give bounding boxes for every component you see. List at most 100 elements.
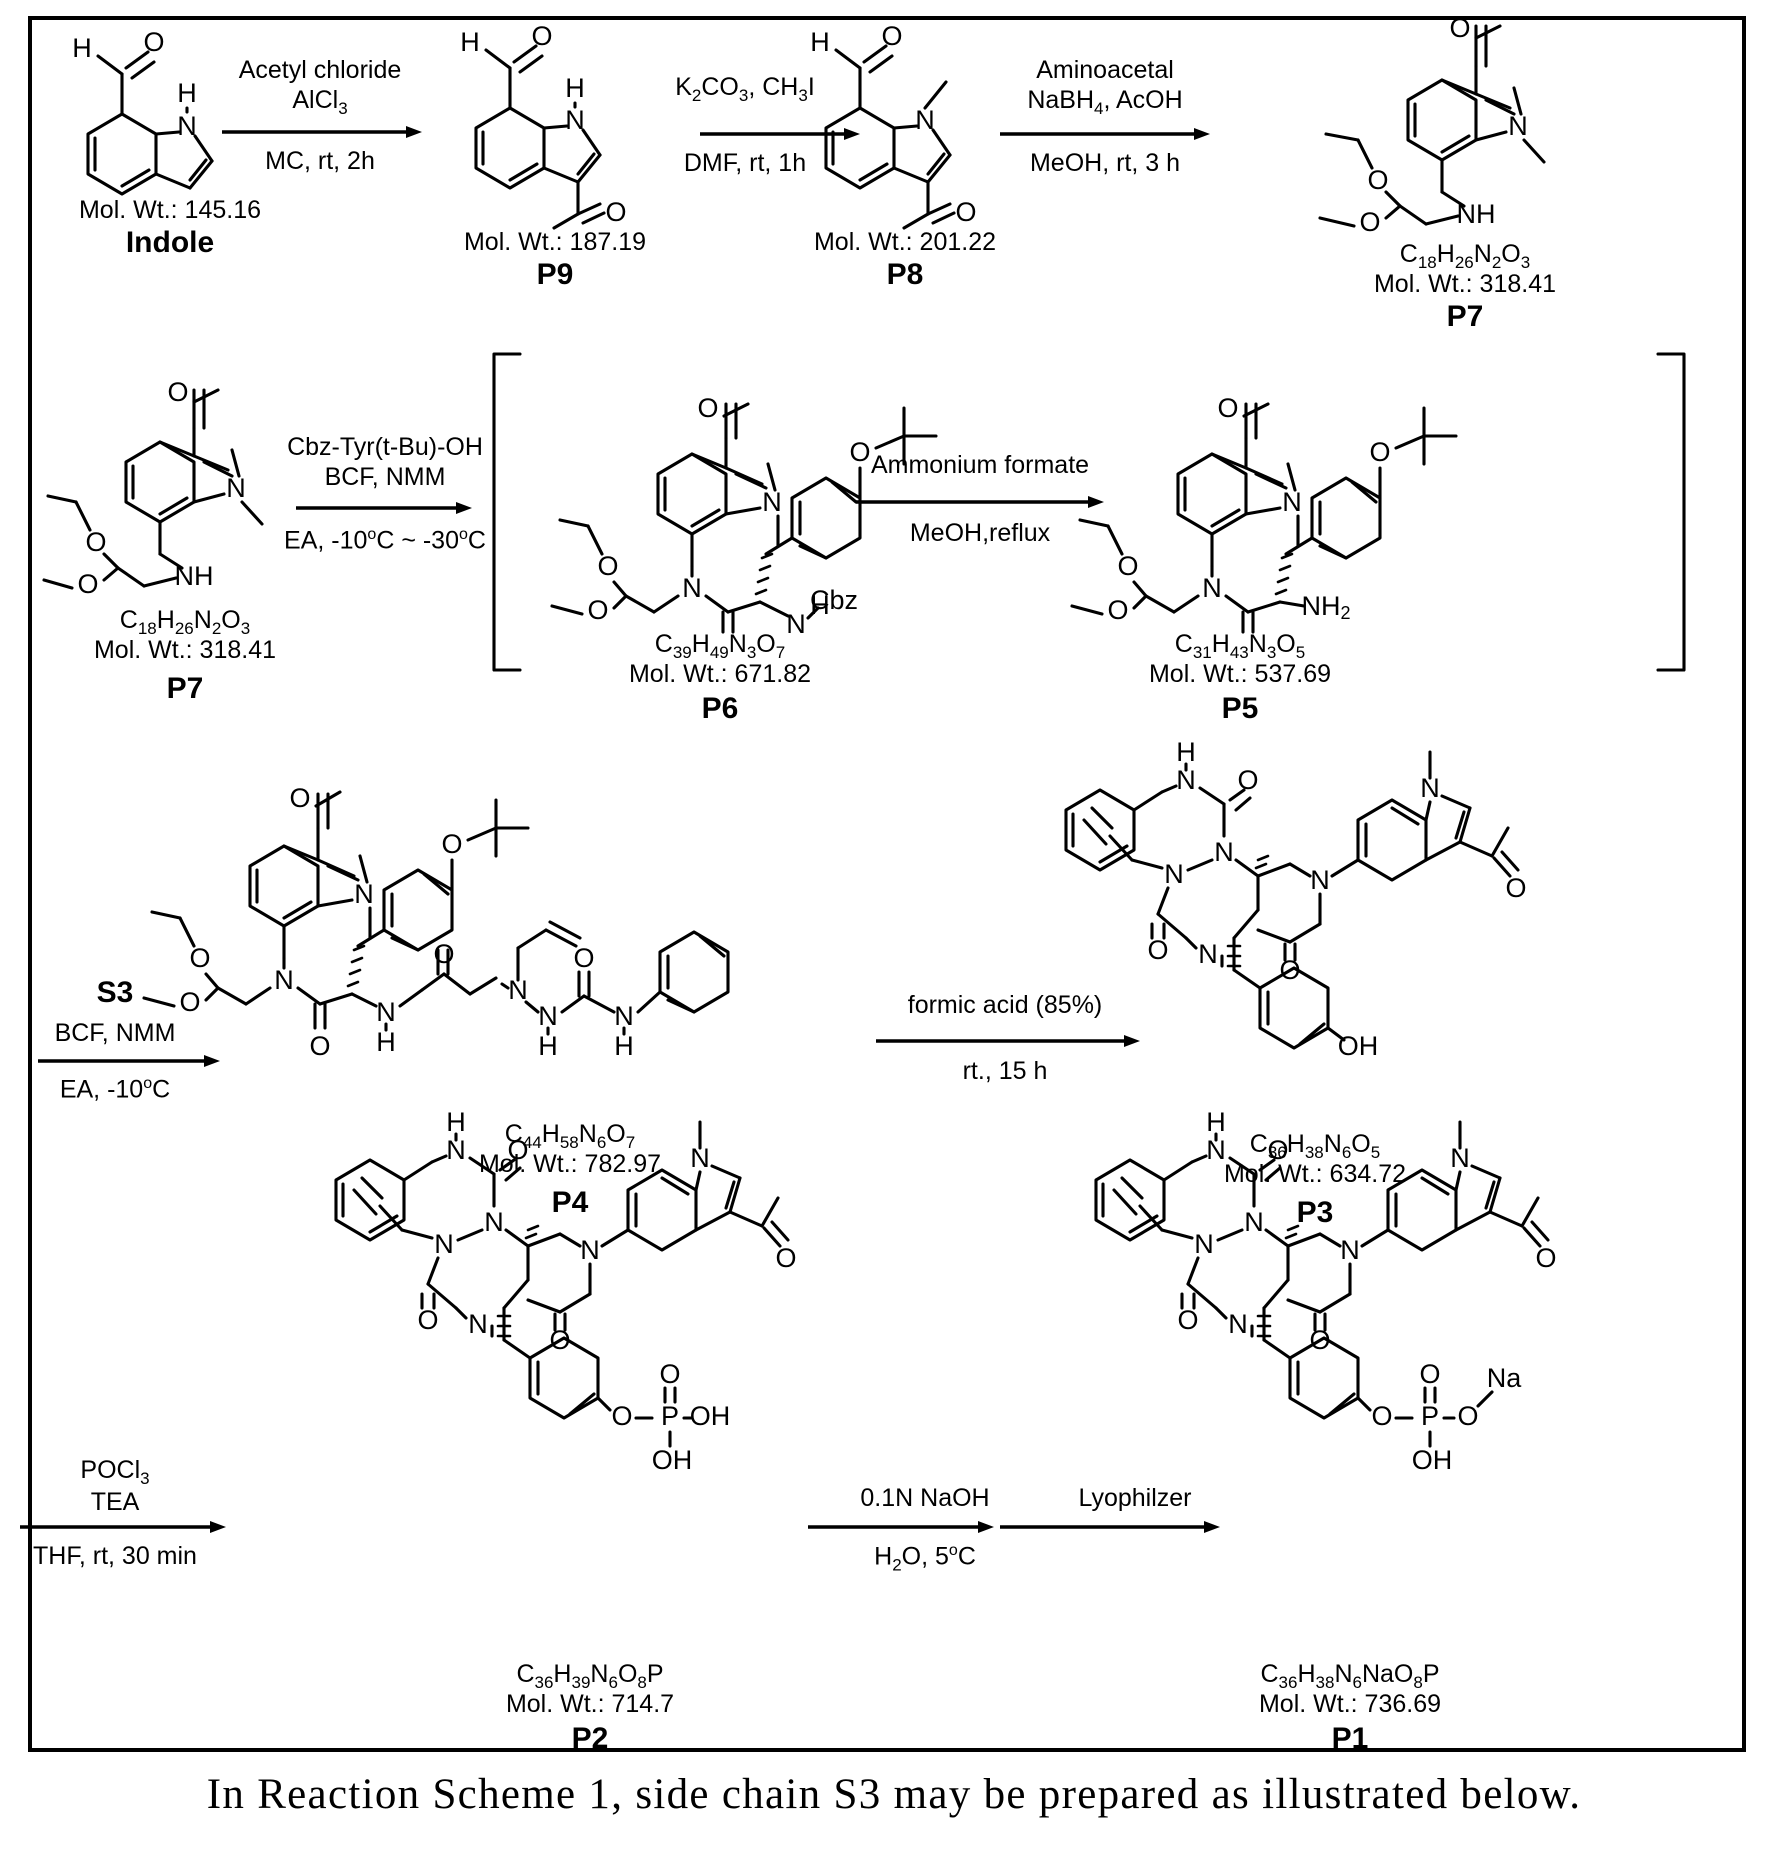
solvent-water-5c: H2O, 5oC	[810, 1541, 1040, 1576]
reagent-naoh: 0.1N NaOH	[810, 1483, 1040, 1513]
atom-label-H: H	[800, 590, 840, 620]
bracket-open	[486, 352, 526, 672]
reaction-arrow-7	[876, 1033, 1140, 1049]
reagent-formic-acid: formic acid (85%)	[860, 990, 1150, 1020]
compound-name-indole: Indole	[60, 226, 280, 260]
reaction-arrow-6	[38, 1053, 220, 1069]
reagent-acetyl-chloride: Acetyl chloride	[210, 55, 430, 85]
solvent-thf-rt-30min: THF, rt, 30 min	[0, 1541, 230, 1571]
reaction-arrow-9	[808, 1519, 994, 1535]
molwt-p8: Mol. Wt.: 201.22	[790, 228, 1020, 256]
atom-label-OH: OH	[1338, 1031, 1379, 1061]
reagent-bcf-nmm: BCF, NMM	[250, 462, 520, 492]
atom-label-O: O	[189, 943, 210, 973]
atom-label-P: P	[661, 1401, 679, 1431]
atom-label-O: O	[597, 551, 618, 581]
atom-label-O: O	[697, 393, 718, 423]
atom-label-O: O	[1117, 551, 1138, 581]
atom-label-N: N	[1198, 939, 1218, 969]
molwt-indole: Mol. Wt.: 145.16	[60, 196, 280, 224]
solvent-meoh-reflux: MeOH,reflux	[840, 518, 1120, 548]
atom-label-OH: OH	[1412, 1445, 1453, 1475]
atom-label-H: H	[538, 1031, 558, 1061]
atom-label-O: O	[1147, 935, 1168, 965]
solvent-ea-minus10: EA, -10oC	[10, 1074, 220, 1104]
atom-label-N: N	[354, 879, 374, 909]
reaction-arrow-5	[856, 494, 1104, 510]
atom-label-O: O	[77, 569, 98, 599]
atom-label-H: H	[72, 33, 92, 63]
atom-label-N: N	[1508, 111, 1528, 141]
reagent-nabh4-acoh: NaBH4, AcOH	[990, 85, 1220, 119]
structure-indole: H O H N	[60, 20, 280, 220]
compound-name-p2: P2	[420, 1722, 760, 1756]
atom-label-Na: Na	[1487, 1363, 1522, 1393]
compound-name-p8: P8	[790, 258, 1020, 292]
compound-name-p5: P5	[1100, 692, 1380, 726]
formula-p7-left: C18H26N2O3	[40, 606, 330, 638]
molwt-p7-top: Mol. Wt.: 318.41	[1300, 270, 1630, 298]
atom-label-O: O	[441, 829, 462, 859]
atom-label-O: O	[611, 1401, 632, 1431]
atom-label-O: O	[587, 595, 608, 625]
atom-label-O: O	[167, 377, 188, 407]
atom-label-N: N	[762, 487, 782, 517]
structure-p1: N H O N N N O N O	[1160, 1130, 1740, 1550]
atom-label-O: O	[1505, 873, 1526, 903]
atom-label-N: N	[1310, 865, 1330, 895]
structure-p9: H O H N O	[450, 18, 660, 228]
bracket-close	[1652, 352, 1692, 672]
reagent-alcl3: AlCl3	[210, 85, 430, 119]
structure-p7-top: O N NH O O	[1300, 10, 1630, 240]
formula-p5: C31H43N3O5	[1100, 630, 1380, 662]
atom-label-O: O	[1457, 1401, 1478, 1431]
atom-label-N: N	[1164, 859, 1184, 889]
atom-label-O: O	[573, 943, 594, 973]
atom-label-N: N	[1228, 1309, 1248, 1339]
atom-label-N: N	[274, 965, 294, 995]
atom-label-N: N	[1244, 1207, 1264, 1237]
solvent-mc-rt-2h: MC, rt, 2h	[210, 146, 430, 176]
atom-label-N: N	[1194, 1229, 1214, 1259]
atom-label-N: N	[484, 1207, 504, 1237]
compound-name-p6: P6	[580, 692, 860, 726]
reagent-cbz-tyr-tbu-oh: Cbz-Tyr(t-Bu)-OH	[250, 432, 520, 462]
compound-name-p1: P1	[1160, 1722, 1540, 1756]
atom-label-O: O	[775, 1243, 796, 1273]
atom-label-N: N	[1202, 573, 1222, 603]
atom-label-N: N	[1340, 1235, 1360, 1265]
atom-label-H: H	[177, 78, 197, 108]
structure-p4: O N N O O O	[232, 760, 952, 1120]
formula-p6: C39H49N3O7	[580, 630, 860, 662]
structure-p3: N H O N N N O N	[1130, 760, 1690, 1120]
reagent-pocl3: POCl3	[10, 1455, 220, 1489]
atom-label-N: N	[434, 1229, 454, 1259]
atom-label-N: N	[682, 573, 702, 603]
molwt-p2: Mol. Wt.: 714.7	[420, 1690, 760, 1718]
formula-p2: C36H39N6O8P	[420, 1660, 760, 1692]
atom-label-O: O	[179, 987, 200, 1017]
molwt-p9: Mol. Wt.: 187.19	[440, 228, 670, 256]
atom-label-O: O	[1419, 1359, 1440, 1389]
atom-label-H: H	[460, 27, 480, 57]
atom-label-O: O	[417, 1305, 438, 1335]
atom-label-O: O	[1217, 393, 1238, 423]
atom-label-O: O	[289, 783, 310, 813]
atom-label-H: H	[614, 1031, 634, 1061]
solvent-meoh-rt-3h: MeOH, rt, 3 h	[990, 148, 1220, 178]
molwt-p7-left: Mol. Wt.: 318.41	[40, 636, 330, 664]
solvent-ea-temp: EA, -10oC ~ -30oC	[250, 525, 520, 555]
reagent-bcf-nmm-2: BCF, NMM	[10, 1018, 220, 1048]
compound-name-p7-top: P7	[1300, 300, 1630, 334]
reaction-arrow-1	[222, 124, 422, 140]
atom-label-O: O	[1449, 13, 1470, 43]
reaction-arrow-8	[20, 1519, 226, 1535]
atom-label-OH: OH	[652, 1445, 693, 1475]
molwt-p1: Mol. Wt.: 736.69	[1160, 1690, 1540, 1718]
structure-p8: H O N O	[800, 18, 1010, 228]
molwt-p6: Mol. Wt.: 671.82	[580, 660, 860, 688]
structure-p5: O N N O O NH2	[1080, 368, 1560, 628]
atom-label-O: O	[1371, 1401, 1392, 1431]
molwt-p5: Mol. Wt.: 537.69	[1100, 660, 1380, 688]
